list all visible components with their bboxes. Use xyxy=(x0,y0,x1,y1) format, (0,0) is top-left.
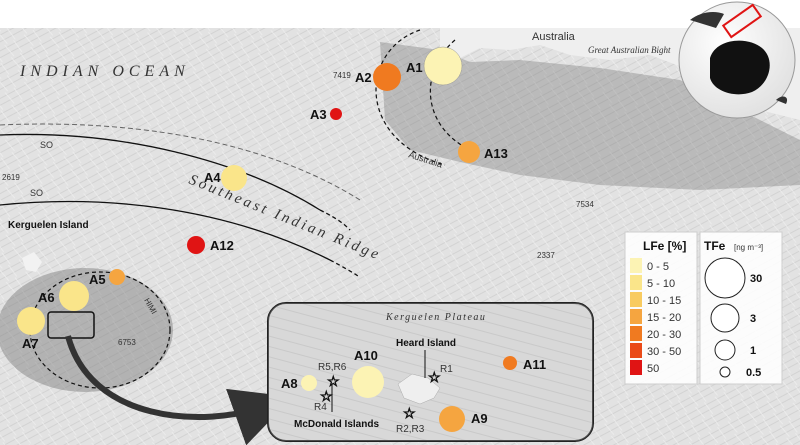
lfe-class-label: 5 - 10 xyxy=(647,278,675,290)
station-A7-marker xyxy=(17,307,45,335)
lfe-swatch xyxy=(630,343,642,358)
tfe-size-3: 3 xyxy=(750,313,756,325)
station-A1-marker xyxy=(423,46,463,86)
so-front-line-2-dashed xyxy=(329,259,359,277)
station-A7-label: A7 xyxy=(22,336,39,351)
heard-island-shape xyxy=(397,373,441,405)
lfe-legend: LFe [%] 0 - 5 5 - 10 10 - 15 15 - 20 20 - 30… xyxy=(624,231,698,385)
station-A4-marker xyxy=(221,165,247,191)
ref-r4-label: R4 xyxy=(314,402,327,413)
station-A6-label: A6 xyxy=(38,290,55,305)
tfe-size-0.5: 0.5 xyxy=(746,367,761,379)
station-A10-label: A10 xyxy=(354,348,378,363)
tfe-legend-title: TFe xyxy=(704,239,726,253)
station-A11-marker xyxy=(503,356,517,370)
inset-frame xyxy=(267,302,594,442)
station-A3-label: A3 xyxy=(310,107,327,122)
so-front-line-2 xyxy=(0,200,331,261)
australia-shelf-region xyxy=(380,42,800,190)
star-icon: ☆ xyxy=(320,388,333,404)
station-A13-label: A13 xyxy=(484,146,508,161)
station-A11-label: A11 xyxy=(523,357,546,372)
station-A3-marker xyxy=(330,108,342,120)
lfe-class-label: 15 - 20 xyxy=(647,312,681,324)
so-label-1: SO xyxy=(40,140,53,150)
station-A8-label: A8 xyxy=(281,376,298,391)
bight-label: Great Australian Bight xyxy=(588,45,671,55)
station-A6-marker xyxy=(59,281,89,311)
ref-r5-r6-label: R5,R6 xyxy=(318,362,347,373)
so-label-2: SO xyxy=(30,188,43,198)
depth-label-4: 2337 xyxy=(537,251,555,260)
zoom-arrow xyxy=(65,335,293,445)
lfe-class-label: 20 - 30 xyxy=(647,329,681,341)
lfe-class-label: 30 - 50 xyxy=(647,346,681,358)
star-icon: ☆ xyxy=(327,373,340,389)
station-A10-marker xyxy=(352,366,384,398)
star-icon: ☆ xyxy=(403,405,416,421)
lfe-swatch xyxy=(630,258,642,273)
lfe-class-label: 50 xyxy=(647,363,659,375)
study-area-box xyxy=(721,3,763,39)
mcdonald-islands-label: McDonald Islands xyxy=(294,419,379,430)
inset-title: Kerguelen Plateau xyxy=(385,312,486,323)
station-A8-marker xyxy=(301,375,317,391)
lfe-class-label: 10 - 15 xyxy=(647,295,681,307)
tfe-legend: TFe [ng m⁻³] 30 3 1 0.5 xyxy=(699,231,783,385)
ref-r2-r3-label: R2,R3 xyxy=(396,424,425,435)
kerguelen-island-shape xyxy=(22,252,42,272)
kerguelen-island-label: Kerguelen Island xyxy=(8,220,89,231)
locator-globe xyxy=(678,1,796,119)
so-front-line-1 xyxy=(0,133,321,211)
australia-label: Australia xyxy=(532,31,576,43)
tfe-legend-unit: [ng m⁻³] xyxy=(734,243,763,252)
station-A12-label: A12 xyxy=(210,238,234,253)
main-station-labels: A1 A2 A3 A13 A4 A12 A5 A6 A7 xyxy=(22,60,508,351)
kerguelen-region xyxy=(0,268,173,392)
lfe-swatch xyxy=(630,292,642,307)
depth-label-5: 6753 xyxy=(118,338,136,347)
lfe-legend-title: LFe [%] xyxy=(643,239,686,253)
lfe-swatch xyxy=(630,275,642,290)
so-front-line-upper xyxy=(0,123,361,201)
station-A4-label: A4 xyxy=(204,170,221,185)
station-A5-marker xyxy=(109,269,125,285)
depth-label-2: 2619 xyxy=(2,173,20,182)
station-A5-label: A5 xyxy=(89,272,106,287)
lfe-swatch xyxy=(630,309,642,324)
star-icon: ☆ xyxy=(428,369,441,385)
station-A13-marker xyxy=(458,141,480,163)
station-A9-marker xyxy=(439,406,465,432)
lfe-swatch xyxy=(630,326,642,341)
tfe-size-30: 30 xyxy=(750,273,762,285)
depth-label-3: 7534 xyxy=(576,200,594,209)
station-A9-label: A9 xyxy=(471,411,488,426)
station-A12-marker xyxy=(187,236,205,254)
lfe-class-label: 0 - 5 xyxy=(647,261,669,273)
australia-eez-arc xyxy=(375,29,446,166)
station-A1-label: A1 xyxy=(406,60,423,75)
depth-label-1: 7419 xyxy=(333,71,351,80)
ref-r1-label: R1 xyxy=(440,364,453,375)
inset-kerguelen-plateau: Kerguelen Plateau Heard Island McDonald … xyxy=(267,302,594,442)
station-A2-label: A2 xyxy=(355,70,372,85)
lfe-swatch xyxy=(630,360,642,375)
main-stations xyxy=(17,46,480,335)
station-A2-marker xyxy=(373,63,401,91)
so-front-line-1-dashed xyxy=(319,209,351,231)
antarctica-shape xyxy=(710,40,770,95)
tfe-size-1: 1 xyxy=(750,345,756,357)
heard-island-label: Heard Island xyxy=(396,338,456,349)
ocean-label: INDIAN OCEAN xyxy=(19,63,190,80)
